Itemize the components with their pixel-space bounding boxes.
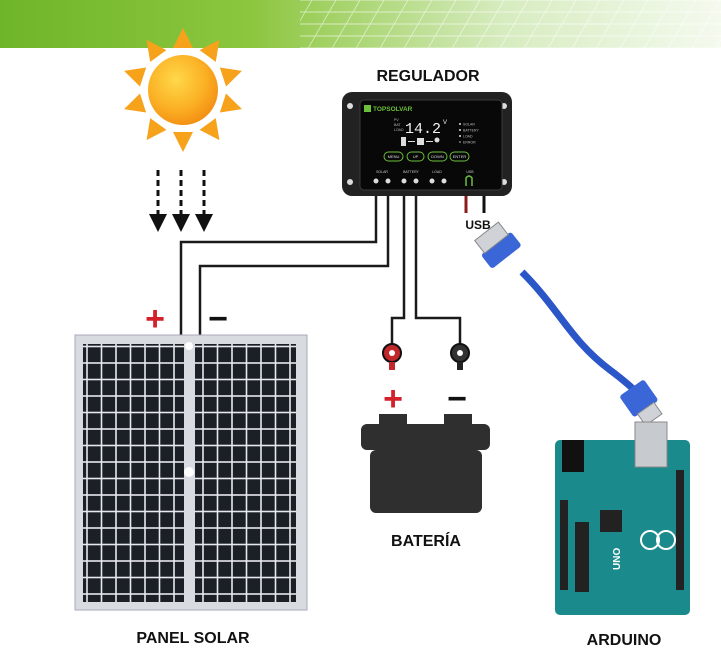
battery-connectors xyxy=(382,343,470,370)
regulator-label: REGULADOR xyxy=(376,68,480,85)
regulator-brand: TOPSOLVAR xyxy=(373,106,413,113)
usb-port-icon xyxy=(465,175,473,186)
battery-icon xyxy=(361,414,490,513)
enter-button[interactable] xyxy=(449,151,470,162)
solar-panel xyxy=(74,334,308,611)
menu-button[interactable] xyxy=(383,151,404,162)
battery-plus-sign: + xyxy=(383,380,403,418)
battery-label: BATERÍA xyxy=(391,531,461,550)
top-banner xyxy=(0,0,721,48)
wires xyxy=(179,192,462,345)
indicator-error: ERROR xyxy=(463,141,476,145)
sunlight-arrows-icon xyxy=(149,170,213,232)
indicator-load: LOAD xyxy=(463,135,473,139)
terminal-solar-label: SOLAR xyxy=(376,170,388,174)
down-button[interactable] xyxy=(427,151,448,162)
mode-bat: BAT xyxy=(394,123,401,127)
panel-minus-sign: − xyxy=(208,300,228,338)
voltage-unit: V xyxy=(443,120,447,126)
enter-button-label: ENTER xyxy=(453,154,467,159)
sun-icon xyxy=(124,28,242,152)
down-button-label: DOWN xyxy=(431,154,444,159)
terminals xyxy=(373,178,447,184)
terminal-battery-label: BATTERY xyxy=(403,170,419,174)
usb-label: USB xyxy=(465,218,491,232)
usb-cable xyxy=(474,221,663,427)
panel-plus-sign: + xyxy=(145,300,165,338)
arduino-label: ARDUINO xyxy=(587,632,662,649)
usb-port-wires xyxy=(464,194,486,213)
voltage-reading: 14.2 xyxy=(405,121,441,138)
up-button-label: UP xyxy=(413,154,419,159)
flow-icon xyxy=(401,137,440,146)
menu-button-label: MENU xyxy=(388,154,400,159)
mode-load: LOAD xyxy=(394,128,404,132)
charge-regulator: TOPSOLVAR PV BAT LOAD 14.2 V SOLAR BATTE… xyxy=(342,92,512,196)
arduino-model: UNO xyxy=(612,548,623,570)
indicator-battery: BATTERY xyxy=(463,129,479,133)
up-button[interactable] xyxy=(406,151,425,162)
terminal-load-label: LOAD xyxy=(432,170,442,174)
panel-label: PANEL SOLAR xyxy=(136,630,250,647)
mode-pv: PV xyxy=(394,118,399,122)
arduino-board: UNO xyxy=(555,421,690,615)
indicator-solar: SOLAR xyxy=(463,123,475,127)
battery-minus-sign: − xyxy=(447,380,467,418)
terminal-usb-label: USB xyxy=(466,170,474,174)
